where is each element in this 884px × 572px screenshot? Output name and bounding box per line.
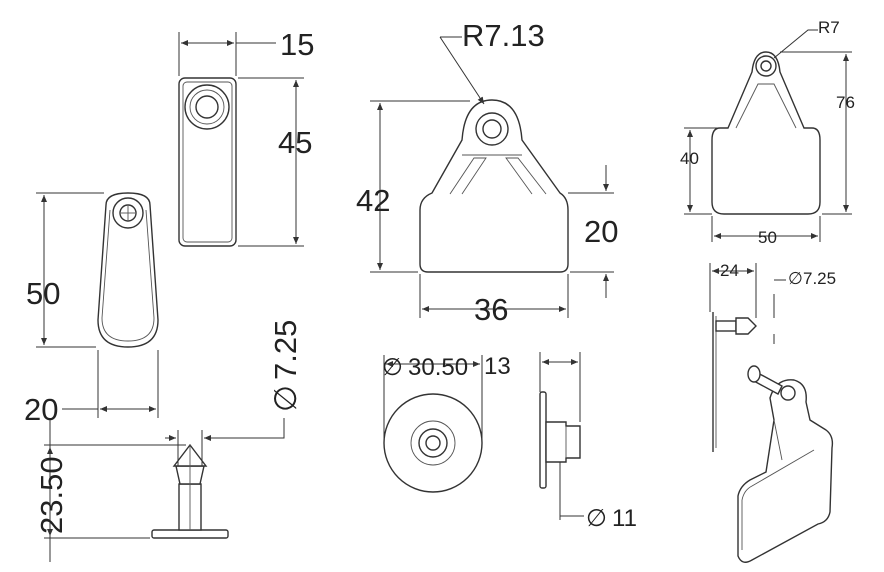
side-view-head — [735, 317, 757, 335]
button-view: ∅ 30.50 13 — [382, 352, 581, 493]
rect-tag-hole-inner — [195, 95, 219, 119]
small-tag-body — [711, 51, 821, 215]
dim-pin-diameter: 7.25 — [268, 320, 303, 380]
dim-small-tag-height: 76 — [836, 93, 855, 112]
dim-round-tag-height: 50 — [26, 276, 60, 311]
dim-side-offset: 24 — [720, 261, 739, 280]
diameter-symbol: ∅ — [788, 269, 803, 288]
iso-tag-body — [737, 379, 834, 563]
dim-stem-diameter: 11 — [612, 505, 637, 532]
dim-large-tag-height: 42 — [356, 183, 390, 218]
dim-pin-height: 23.50 — [34, 456, 69, 534]
button-side-view: ∅ 11 — [539, 391, 637, 532]
rect-tag-hole-mid — [189, 89, 225, 125]
leader-line — [204, 418, 285, 439]
iso-tag-hole — [780, 385, 796, 401]
dim-button-depth: 13 — [484, 353, 511, 380]
rect-tag-inner-outline — [182, 81, 233, 243]
dim-rect-tag-width: 15 — [280, 27, 314, 62]
dim-large-tag-radius: R7.13 — [462, 18, 545, 53]
dim-small-tag-body-height: 40 — [680, 149, 699, 168]
round-tag-view: 50 20 — [24, 192, 159, 427]
button-disc-ring — [410, 420, 456, 466]
dim-rect-tag-height: 45 — [278, 125, 312, 160]
dim-side-pin-diameter: 7.25 — [803, 269, 836, 288]
small-tag-neck-line — [735, 83, 797, 129]
isometric-view — [737, 365, 834, 563]
iso-tag-inner-outline — [741, 449, 815, 550]
button-hole — [425, 435, 441, 451]
dim-small-tag-radius: R7 — [818, 18, 840, 37]
round-tag-body — [97, 192, 159, 348]
dim-large-tag-lower-height: 20 — [584, 214, 618, 249]
diameter-symbol: ∅ — [382, 354, 403, 381]
small-tag-hole-inner — [760, 60, 772, 72]
iso-pin-head — [747, 365, 761, 383]
large-tag-neck-left — [449, 157, 487, 195]
leader-line — [439, 36, 485, 105]
large-tag-view: R7.13 42 20 36 — [356, 18, 618, 327]
rect-tag-view: 15 45 — [178, 27, 314, 247]
leader-line — [773, 29, 818, 59]
side-view-stem — [715, 320, 737, 332]
dim-large-tag-width: 36 — [474, 292, 508, 327]
iso-tag-edge — [773, 419, 783, 461]
dim-small-tag-width: 50 — [758, 228, 777, 247]
dim-round-tag-width: 20 — [24, 392, 58, 427]
large-tag-neck-right — [505, 157, 547, 195]
diameter-symbol: ∅ — [268, 385, 303, 412]
large-tag-body — [419, 99, 569, 273]
button-side-stem — [545, 421, 581, 463]
dim-button-diameter: 30.50 — [408, 354, 468, 381]
pin-base — [151, 529, 229, 539]
side-view: 24 ∅ 7.25 — [709, 261, 836, 452]
small-tag-view: R7 76 40 50 — [680, 18, 855, 247]
diameter-symbol: ∅ — [586, 505, 607, 532]
pin-diameter-label: ∅ 7.25 — [268, 320, 303, 412]
round-tag-inner-outline — [101, 209, 155, 342]
large-tag-hole-inner — [482, 119, 502, 139]
button-side-flange — [539, 391, 547, 489]
pin-view: 23.50 ∅ 7.25 — [34, 320, 303, 562]
